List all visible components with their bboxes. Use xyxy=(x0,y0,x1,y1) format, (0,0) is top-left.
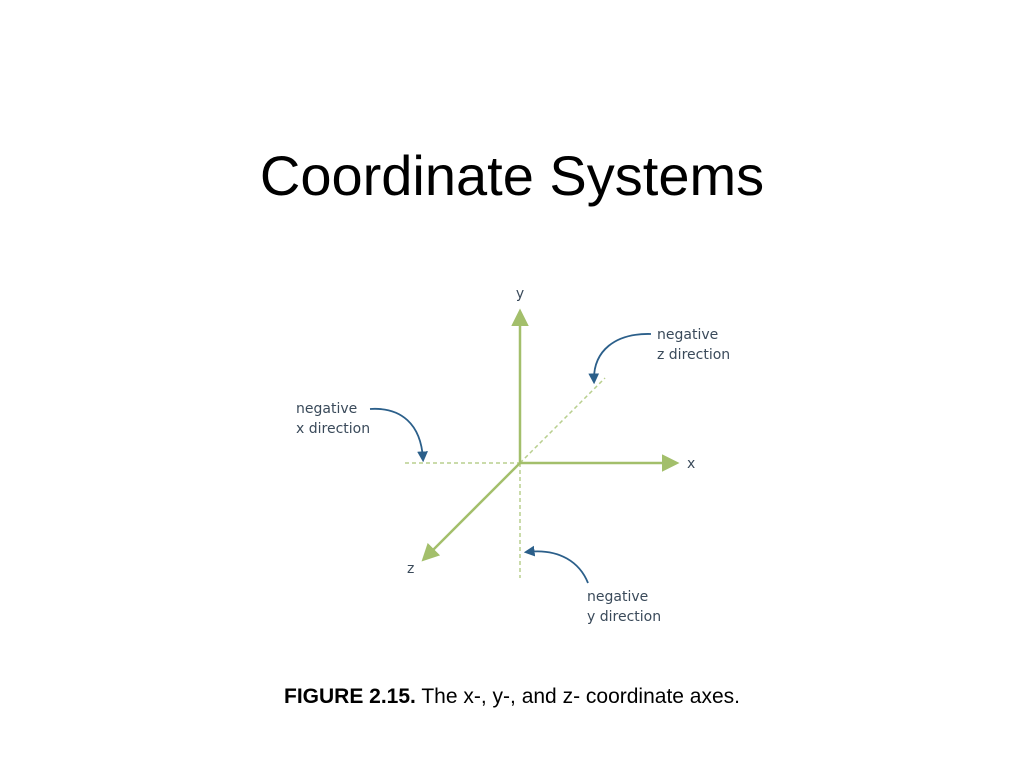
neg-z-callout-arrow xyxy=(588,333,652,385)
z-axis xyxy=(421,462,521,562)
neg-y-label-line1: negative xyxy=(587,589,648,605)
y-axis-label: y xyxy=(516,286,524,302)
x-axis-label: x xyxy=(687,456,695,472)
neg-x-label-line2: x direction xyxy=(296,421,370,437)
slide-title: Coordinate Systems xyxy=(259,144,765,207)
negative-z-axis xyxy=(519,377,606,464)
neg-x-callout-arrow xyxy=(369,408,428,463)
neg-y-callout-arrow xyxy=(523,545,589,584)
figure-number: FIGURE 2.15. xyxy=(284,685,416,708)
figure-caption: FIGURE 2.15. The x-, y-, and z- coordina… xyxy=(0,685,1024,709)
neg-x-label-line1: negative xyxy=(296,401,357,417)
neg-y-label-line2: y direction xyxy=(587,609,661,625)
z-axis-label: z xyxy=(407,561,414,577)
figure-caption-text: The x-, y-, and z- coordinate axes. xyxy=(415,685,740,708)
neg-z-label-line2: z direction xyxy=(657,347,730,363)
neg-z-label-line1: negative xyxy=(657,327,718,343)
